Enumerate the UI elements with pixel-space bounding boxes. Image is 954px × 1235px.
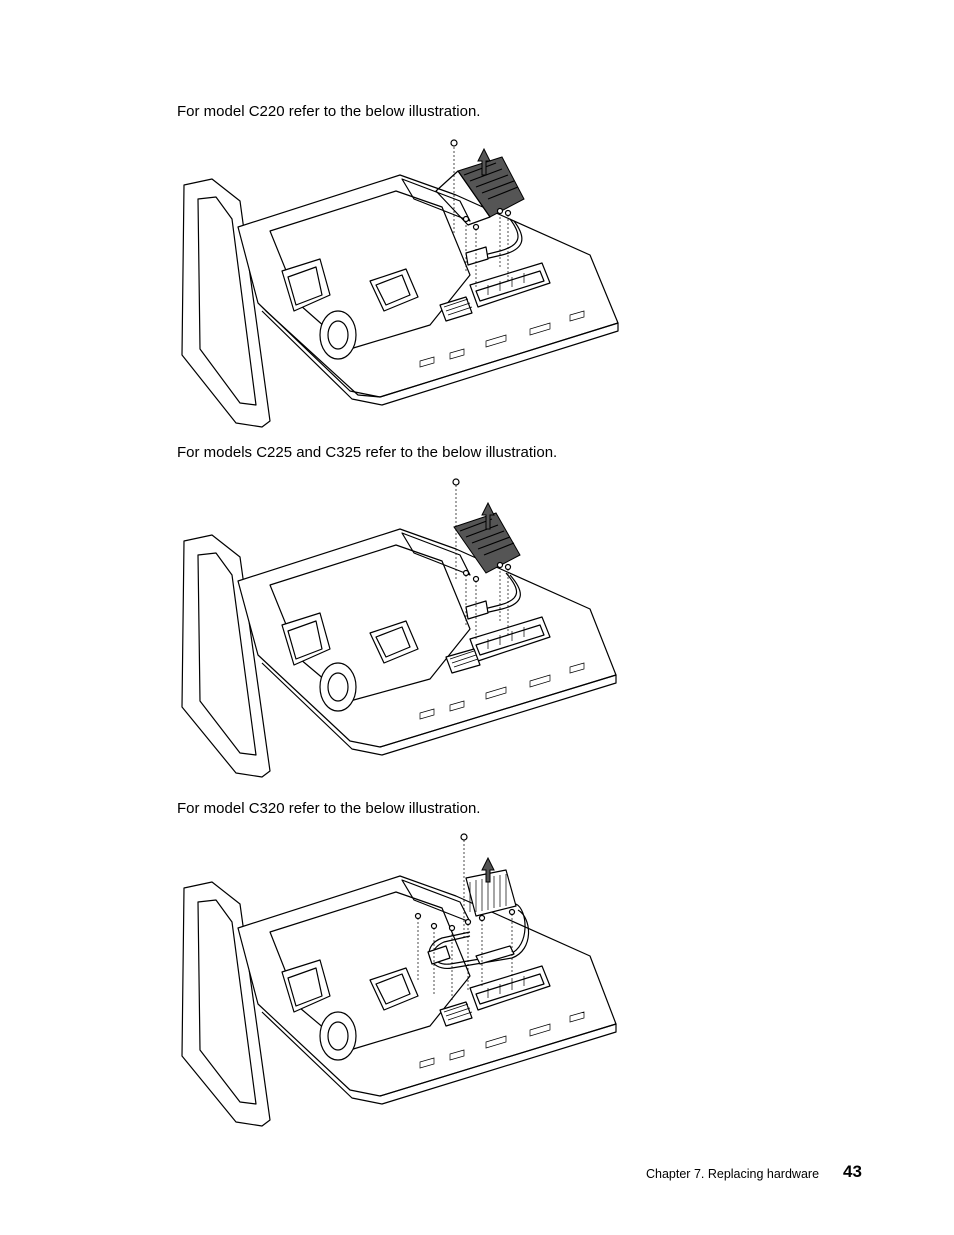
heatsink-removal-drawing xyxy=(181,478,617,778)
illustration-c220-heatsink-removal xyxy=(170,135,630,430)
footer-chapter-title: Chapter 7. Replacing hardware xyxy=(646,1167,820,1181)
heatsink-removal-drawing xyxy=(181,833,617,1127)
illustration-c320-heatsink-removal xyxy=(170,830,630,1130)
illustration-c225-c325-heatsink-removal xyxy=(170,475,630,780)
illustration-caption-c225-c325: For models C225 and C325 refer to the be… xyxy=(177,444,558,461)
illustration-caption-c220: For model C220 refer to the below illust… xyxy=(177,103,481,120)
page-number: 43 xyxy=(843,1162,862,1181)
heatsink-removal-drawing xyxy=(181,139,619,428)
illustration-caption-c320: For model C320 refer to the below illust… xyxy=(177,800,481,817)
